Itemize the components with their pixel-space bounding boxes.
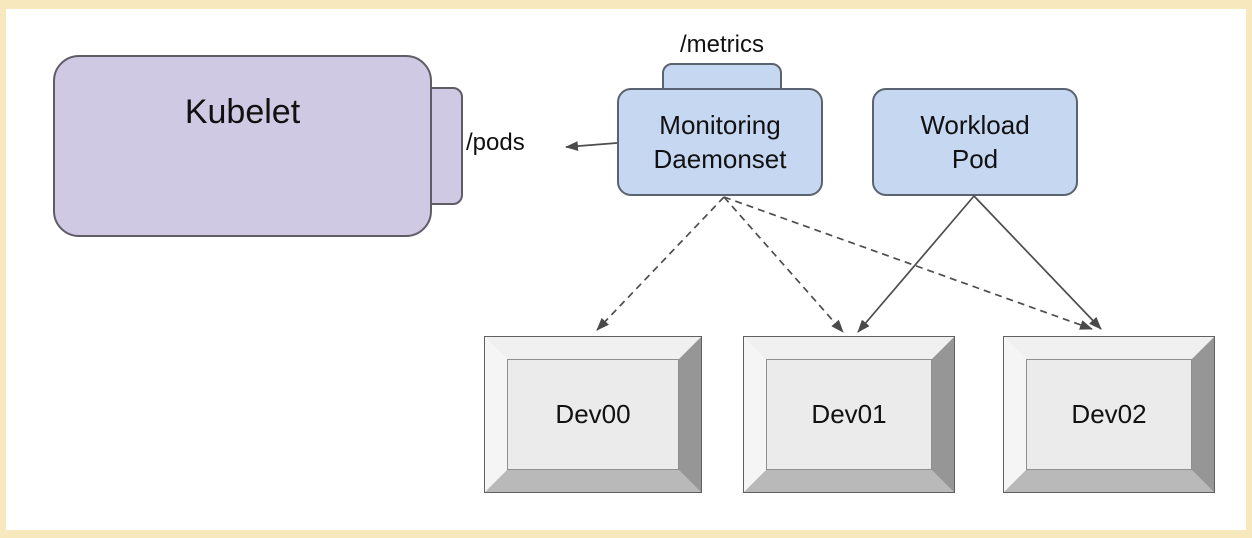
monitoring-daemonset-node: Monitoring Daemonset	[617, 88, 823, 196]
workload-pod-node: Workload Pod	[872, 88, 1078, 196]
edge-monitoring-to-dev02	[723, 196, 1093, 330]
pods-endpoint-label: /pods	[466, 129, 525, 156]
workload-pod-label: Workload Pod	[920, 109, 1030, 174]
device-face: Dev00	[507, 359, 679, 470]
kubelet-label: Kubelet	[184, 93, 301, 131]
device-bevel	[485, 337, 701, 492]
device-label: Dev00	[555, 399, 631, 429]
edge-monitoring-to-dev00	[596, 196, 725, 331]
edge-monitoring-to-pods	[565, 141, 618, 152]
device-face: Dev01	[766, 359, 932, 470]
edge-workload-to-dev01	[857, 195, 975, 333]
edge-monitoring-to-dev01	[723, 196, 844, 333]
device-face: Dev02	[1026, 359, 1192, 470]
device-node-dev02: Dev02	[1003, 336, 1215, 493]
device-node-dev01: Dev01	[743, 336, 955, 493]
kubelet-node: Kubelet	[53, 55, 432, 237]
edge-workload-to-dev02	[973, 195, 1102, 330]
device-bevel	[1004, 337, 1214, 492]
device-bevel	[744, 337, 954, 492]
device-label: Dev01	[811, 399, 887, 429]
metrics-endpoint-label: /metrics	[680, 31, 764, 58]
device-label: Dev02	[1071, 399, 1147, 429]
monitoring-daemonset-label: Monitoring Daemonset	[653, 109, 787, 174]
device-node-dev00: Dev00	[484, 336, 702, 493]
